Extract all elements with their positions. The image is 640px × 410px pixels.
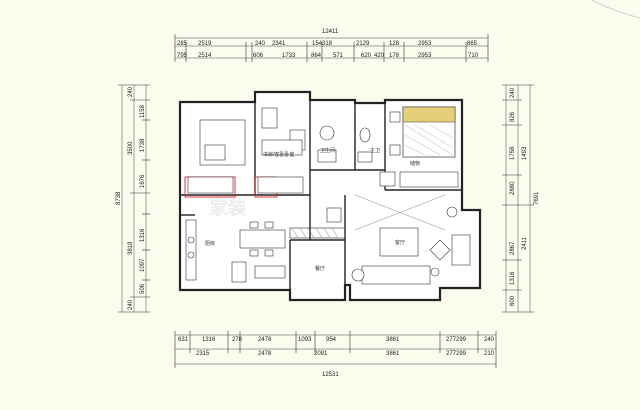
- room-label-bath: 卫生间: [320, 147, 335, 154]
- top2-dim-2: 2514: [198, 53, 212, 59]
- room-label-kitchen: 厨房: [205, 240, 215, 247]
- right-dim-3: 1758: [510, 146, 516, 160]
- bottom-total-dim: 12531: [322, 372, 339, 378]
- room-label-living: 客厅: [395, 239, 405, 246]
- left2-dim-2: 1738: [140, 138, 146, 152]
- right-dim-1: 240: [510, 87, 516, 98]
- top-dim-1: 285: [177, 41, 188, 47]
- top-dim-9: 865: [467, 41, 478, 47]
- left2-dim-3: 1676: [140, 174, 146, 188]
- bottom2-dim-5: 277299: [446, 351, 467, 357]
- top-dimensions: 12411 285 2519 240 2341 154318 2129 128 …: [174, 29, 489, 62]
- top-dim-6: 2129: [356, 41, 370, 47]
- top2-dim-4: 1733: [282, 53, 296, 59]
- top-dim-7: 128: [389, 41, 400, 47]
- room-label-storage: 储物: [410, 160, 420, 167]
- bottom-dim-8: 277299: [446, 337, 467, 343]
- bottom-dim-5: 1093: [298, 337, 312, 343]
- left2-dim-4: 1316: [140, 228, 146, 242]
- bottom-dim-6: 954: [326, 337, 337, 343]
- right-dim-6: 1316: [510, 271, 516, 285]
- left-dim-3: 3818: [128, 241, 134, 255]
- left-dim-4: 240: [128, 299, 134, 310]
- right-total-dim: 7691: [534, 191, 540, 205]
- top-dim-4: 2341: [272, 41, 286, 47]
- top2-dim-11: 710: [468, 53, 479, 59]
- room-label-study: 书房/客卧卧室: [263, 151, 294, 158]
- top2-dim-8: 420: [374, 53, 385, 59]
- left-dim-2: 3500: [128, 141, 134, 155]
- room-label-dining: 餐厅: [315, 265, 325, 272]
- bottom-dim-9: 240: [484, 337, 495, 343]
- right2-dim-2: 2411: [522, 236, 528, 250]
- furniture: [185, 106, 471, 285]
- bottom-dim-3: 278: [232, 337, 243, 343]
- watermark-text: 家装: [210, 198, 246, 218]
- top-dim-5: 154318: [312, 41, 333, 47]
- left-dim-1: 240: [128, 86, 134, 97]
- bottom-dim-1: 631: [178, 337, 189, 343]
- top-dim-2: 2519: [198, 41, 212, 47]
- right-dim-7: 600: [510, 295, 516, 306]
- bottom2-dim-6: 210: [484, 351, 495, 357]
- right-dim-4: 2880: [510, 181, 516, 195]
- top2-dim-5: 864: [311, 53, 322, 59]
- left-dimensions: 8738 240 3500 3818 240 1158 1738 1676 13…: [116, 84, 150, 313]
- corner-sketch: [591, 0, 640, 19]
- top2-dim-6: 571: [333, 53, 344, 59]
- left-total-dim: 8738: [116, 191, 122, 205]
- bottom2-dim-3: 2091: [314, 351, 328, 357]
- left2-dim-5: 1097: [140, 258, 146, 272]
- bottom-dim-7: 3861: [386, 337, 400, 343]
- bottom-dim-4: 2478: [258, 337, 272, 343]
- top-total-dim: 12411: [322, 29, 339, 35]
- right-dimensions: 7691 240 826 1758 2880 2867 1316 600 149…: [502, 84, 540, 313]
- bottom2-dim-4: 3861: [386, 351, 400, 357]
- bottom2-dim-1: 2315: [196, 351, 210, 357]
- left2-dim-1: 1158: [140, 104, 146, 118]
- room-labels: 书房/客卧卧室 卫生间 主卫 厨房 客厅 餐厅 储物: [205, 147, 420, 272]
- room-label-master-bath: 主卫: [370, 147, 380, 154]
- top2-dim-7: 620: [361, 53, 372, 59]
- top-dim-3: 240: [255, 41, 266, 47]
- top2-dim-10: 2953: [418, 53, 432, 59]
- right-dim-5: 2867: [510, 241, 516, 255]
- bottom2-dim-2: 2478: [258, 351, 272, 357]
- bottom-dim-2: 1316: [202, 337, 216, 343]
- left2-dim-6: 506: [140, 283, 146, 294]
- right-dim-2: 826: [510, 111, 516, 122]
- top2-dim-1: 795: [177, 53, 188, 59]
- top2-dim-3: 606: [253, 53, 264, 59]
- top-dim-8: 2953: [418, 41, 432, 47]
- top2-dim-9: 178: [389, 53, 400, 59]
- bottom-dimensions: 631 1316 278 2478 1093 954 3861 277299 2…: [174, 331, 497, 378]
- right2-dim-1: 1493: [522, 146, 528, 160]
